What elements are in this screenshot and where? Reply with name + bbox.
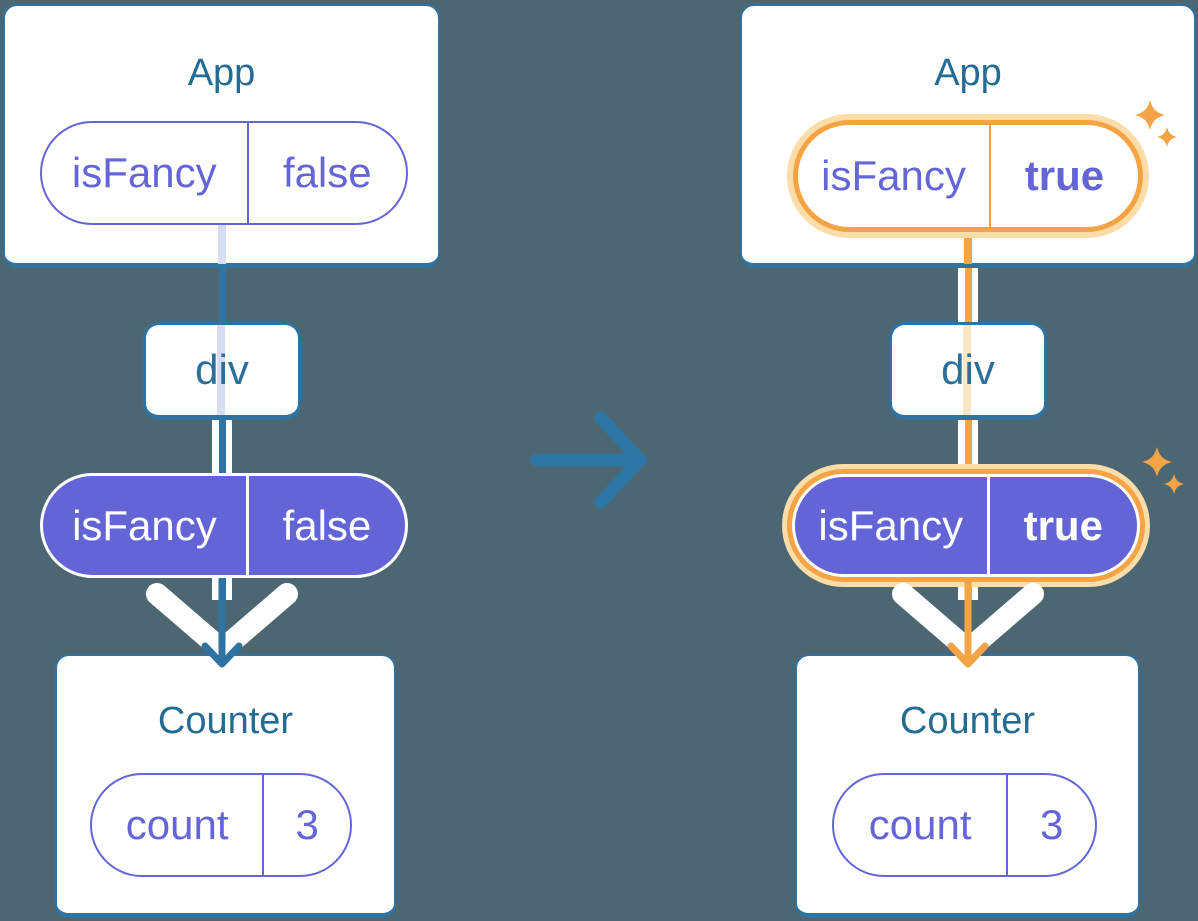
prop-value: false	[245, 476, 405, 575]
div-label-right: div	[941, 346, 995, 393]
state-value: 3	[262, 775, 350, 875]
prop-name: isFancy	[72, 501, 217, 549]
arrowhead-icon	[947, 642, 989, 668]
prop-passline-div-right	[963, 325, 971, 415]
prop-passline-app-right	[964, 230, 972, 264]
prop-passline-app-left	[218, 222, 226, 264]
prop-value: true	[986, 477, 1137, 574]
prop-pill-app-left: isFancy false	[40, 121, 408, 225]
div-box-left: div	[143, 322, 301, 420]
prop-value: true	[988, 125, 1138, 227]
prop-pill-passed-left: isFancy false	[40, 473, 408, 578]
prop-name: isFancy	[821, 152, 966, 199]
prop-pill-passed-right: isFancy true	[792, 474, 1140, 577]
sparkle-icon	[1135, 100, 1177, 147]
state-pill-counter-left: count 3	[90, 773, 352, 877]
prop-pill-app-right: isFancy true	[793, 120, 1143, 232]
connector-app-div-left	[219, 264, 226, 324]
state-name: count	[868, 801, 972, 848]
flow-arrow-icon-left	[146, 578, 298, 668]
prop-value: false	[246, 123, 406, 223]
counter-title-left: Counter	[157, 700, 294, 742]
state-pill-counter-right: count 3	[832, 773, 1097, 877]
state-name: count	[125, 801, 229, 848]
div-label-left: div	[195, 346, 249, 393]
flow-arrow-icon-right	[892, 578, 1044, 668]
transition-right-arrow-icon	[530, 411, 647, 509]
prop-name: isFancy	[71, 149, 217, 196]
sparkle-icon	[1142, 447, 1184, 494]
connector-line	[964, 264, 972, 324]
div-box-right: div	[889, 322, 1047, 420]
arrowhead-icon	[201, 642, 243, 668]
prop-name: isFancy	[818, 501, 964, 549]
connector-app-div-right	[958, 264, 978, 324]
app-title-left: App	[187, 52, 256, 94]
state-value: 3	[1006, 775, 1095, 875]
app-title-right: App	[934, 52, 1002, 94]
prop-passline-div-left	[217, 325, 225, 415]
counter-title-right: Counter	[899, 700, 1036, 742]
